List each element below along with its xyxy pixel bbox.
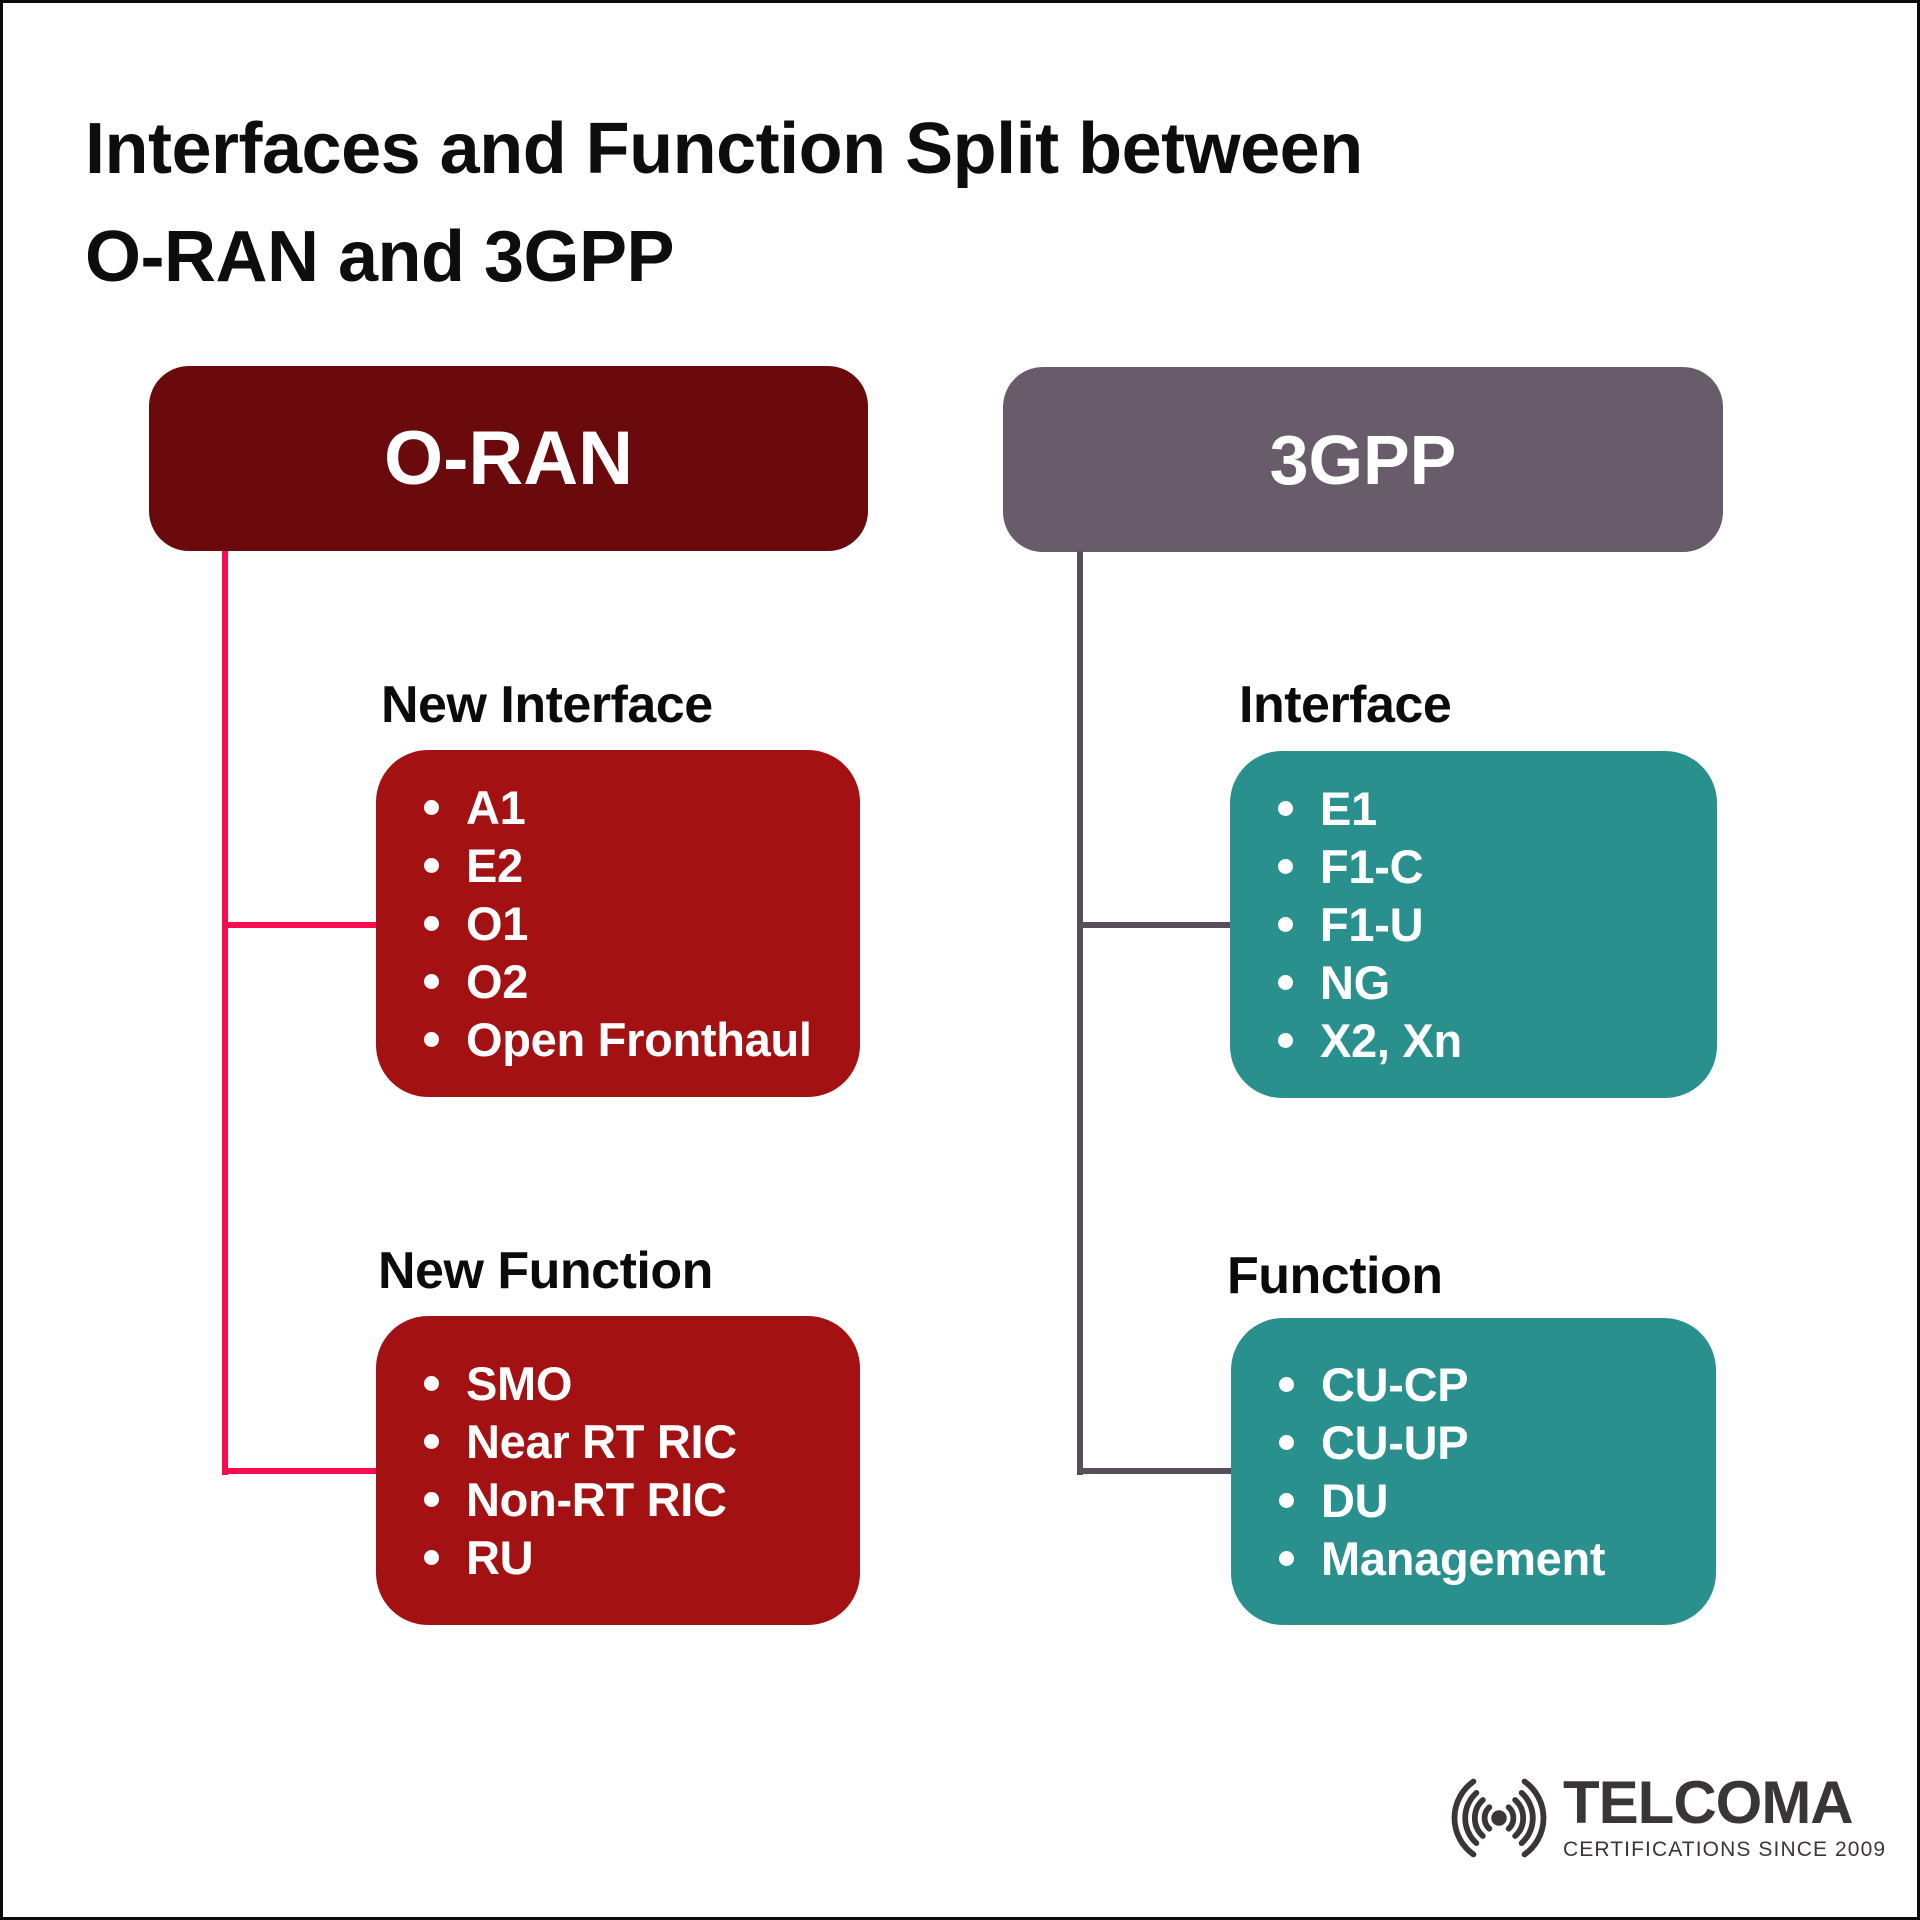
bullet-dot — [1278, 1033, 1293, 1048]
page-title-line1: Interfaces and Function Split between — [85, 109, 1363, 189]
logo-text: TELCOMA CERTIFICATIONS SINCE 2009 — [1563, 1773, 1886, 1862]
bullet-dot — [1278, 859, 1293, 874]
list-item-label: CU-CP — [1321, 1358, 1469, 1411]
oran-interface-label: New Interface — [381, 676, 713, 734]
oran-header-box: O-RAN — [149, 366, 868, 551]
3gpp-connector-branch-function — [1077, 1468, 1235, 1474]
logo-brand: TELCOMA — [1563, 1769, 1854, 1836]
bullet-dot — [424, 1032, 439, 1047]
list-item-label: O2 — [466, 955, 529, 1008]
broadcast-icon — [1441, 1774, 1557, 1862]
oran-connector-branch-interface — [222, 922, 380, 928]
telcoma-logo: TELCOMA CERTIFICATIONS SINCE 2009 — [1441, 1773, 1886, 1862]
list-item: Open Fronthaul — [376, 1011, 860, 1069]
list-item-label: Non-RT RIC — [466, 1473, 727, 1526]
oran-interface-box: A1 E2 O1 O2 Open Fronthaul — [376, 750, 860, 1097]
list-item: Non-RT RIC — [376, 1471, 860, 1529]
list-item-label: F1-U — [1320, 898, 1424, 951]
list-item: F1-U — [1230, 896, 1717, 954]
bullet-dot — [424, 1550, 439, 1565]
3gpp-interface-label: Interface — [1239, 676, 1452, 734]
list-item-label: CU-UP — [1321, 1416, 1469, 1469]
list-item: CU-CP — [1231, 1356, 1716, 1414]
oran-function-label: New Function — [378, 1242, 713, 1300]
list-item: O2 — [376, 953, 860, 1011]
bullet-dot — [424, 800, 439, 815]
list-item-label: NG — [1320, 956, 1390, 1009]
logo-tagline: CERTIFICATIONS SINCE 2009 — [1563, 1838, 1887, 1861]
bullet-dot — [1279, 1435, 1294, 1450]
3gpp-connector-branch-interface — [1077, 922, 1234, 928]
list-item: Near RT RIC — [376, 1413, 860, 1471]
bullet-dot — [424, 1376, 439, 1391]
bullet-dot — [1278, 801, 1293, 816]
bullet-dot — [424, 1434, 439, 1449]
list-item: A1 — [376, 779, 860, 837]
list-item-label: RU — [466, 1531, 534, 1584]
list-item: X2, Xn — [1230, 1012, 1717, 1070]
list-item-label: Management — [1321, 1532, 1606, 1585]
list-item-label: Near RT RIC — [466, 1415, 737, 1468]
list-item: O1 — [376, 895, 860, 953]
list-item-label: F1-C — [1320, 840, 1424, 893]
list-item: DU — [1231, 1472, 1716, 1530]
oran-connector-branch-function — [222, 1468, 380, 1474]
bullet-dot — [424, 1492, 439, 1507]
list-item: E1 — [1230, 780, 1717, 838]
oran-function-box: SMO Near RT RIC Non-RT RIC RU — [376, 1316, 860, 1625]
list-item-label: Open Fronthaul — [466, 1013, 812, 1066]
oran-header-label: O-RAN — [383, 416, 634, 501]
list-item-label: E2 — [466, 839, 523, 892]
list-item: CU-UP — [1231, 1414, 1716, 1472]
3gpp-header-box: 3GPP — [1003, 367, 1723, 552]
list-item-label: SMO — [466, 1357, 573, 1410]
bullet-dot — [424, 858, 439, 873]
bullet-dot — [1278, 975, 1293, 990]
list-item-label: DU — [1321, 1474, 1389, 1527]
list-item-label: E1 — [1320, 782, 1377, 835]
list-item: SMO — [376, 1355, 860, 1413]
list-item-label: O1 — [466, 897, 529, 950]
list-item-label: X2, Xn — [1320, 1014, 1462, 1067]
oran-connector-vertical — [222, 551, 228, 1475]
bullet-dot — [424, 916, 439, 931]
list-item: Management — [1231, 1530, 1716, 1588]
list-item: RU — [376, 1529, 860, 1587]
bullet-dot — [1278, 917, 1293, 932]
3gpp-interface-box: E1 F1-C F1-U NG X2, Xn — [1230, 751, 1717, 1098]
list-item: E2 — [376, 837, 860, 895]
bullet-dot — [424, 974, 439, 989]
3gpp-function-box: CU-CP CU-UP DU Management — [1231, 1318, 1716, 1625]
list-item-label: A1 — [466, 781, 526, 834]
bullet-dot — [1279, 1493, 1294, 1508]
3gpp-header-label: 3GPP — [1269, 420, 1457, 499]
list-item: F1-C — [1230, 838, 1717, 896]
3gpp-connector-vertical — [1077, 551, 1083, 1475]
bullet-dot — [1279, 1551, 1294, 1566]
page-title: Interfaces and Function Split between O-… — [85, 95, 1363, 311]
list-item: NG — [1230, 954, 1717, 1012]
3gpp-function-label: Function — [1227, 1247, 1443, 1305]
bullet-dot — [1279, 1377, 1294, 1392]
page-title-line2: O-RAN and 3GPP — [85, 217, 675, 297]
